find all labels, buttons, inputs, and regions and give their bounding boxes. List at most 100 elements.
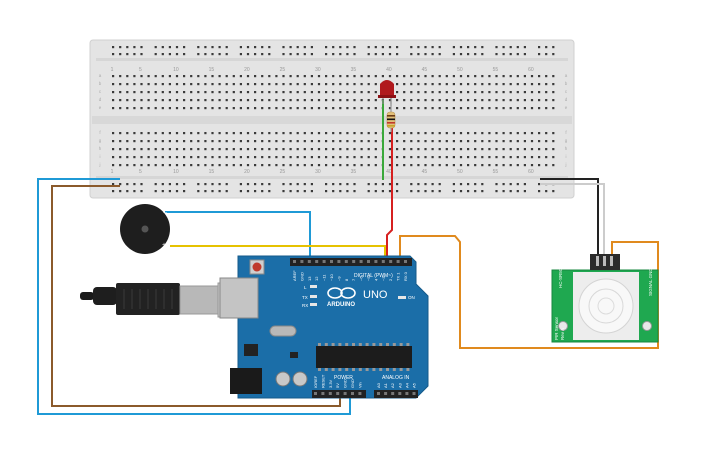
digital-pin-label: TX 1 xyxy=(396,272,401,281)
column-label: 25 xyxy=(280,67,286,73)
row-label: d xyxy=(565,97,568,102)
row-label: a xyxy=(99,73,102,78)
analog-header[interactable] xyxy=(374,390,418,398)
chip-pins xyxy=(318,343,410,371)
digital-pin-label: ~10 xyxy=(329,273,334,281)
digital-pin-label: AREF xyxy=(292,270,297,281)
arduino-model: UNO xyxy=(363,289,388,301)
analog-header-label: ANALOG IN xyxy=(382,375,410,381)
reset-button[interactable] xyxy=(249,259,265,275)
power-header-label: POWER xyxy=(334,375,353,381)
column-label: 10 xyxy=(173,169,179,175)
analog-pin-label: A1 xyxy=(383,382,388,388)
digital-pin-label: 13 xyxy=(307,276,312,281)
column-label: 15 xyxy=(209,67,215,73)
digital-pin-label: 7 xyxy=(351,278,356,281)
row-label: e xyxy=(99,105,102,110)
wires[interactable] xyxy=(37,100,659,415)
column-label: 1 xyxy=(111,67,114,73)
row-label: c xyxy=(99,89,102,94)
breadboard-holes xyxy=(112,46,555,193)
column-label: 1 xyxy=(111,169,114,175)
digital-header[interactable] xyxy=(290,258,412,266)
digital-pin-label: ~3 xyxy=(381,276,386,281)
wire-black-pir[interactable] xyxy=(540,178,599,262)
digital-header-label: DIGITAL (PWM~) xyxy=(354,273,393,279)
pir-label-left2: Rev A xyxy=(560,328,565,340)
column-label: 50 xyxy=(457,169,463,175)
pir-label-right: SIGNAL GND xyxy=(648,268,653,296)
red-led[interactable] xyxy=(378,80,396,106)
row-label: c xyxy=(565,89,568,94)
row-label: a xyxy=(565,73,568,78)
column-label: 45 xyxy=(422,67,428,73)
crystal xyxy=(269,325,297,337)
digital-pin-label: GND xyxy=(299,272,304,281)
power-pin-label: 5V xyxy=(335,383,340,388)
usb-socket[interactable] xyxy=(219,277,259,319)
row-label: h xyxy=(99,146,102,151)
led-rx-label: RX xyxy=(302,303,308,308)
digital-pin-label: RX 0 xyxy=(403,271,408,281)
column-label: 25 xyxy=(280,169,286,175)
led-l-label: L xyxy=(304,285,307,290)
column-label: 30 xyxy=(315,169,321,175)
analog-pin-label: A3 xyxy=(397,382,402,388)
column-label: 5 xyxy=(139,169,142,175)
wire-red-led[interactable] xyxy=(386,125,393,264)
analog-pin-label: A4 xyxy=(404,382,409,388)
digital-pin-label: ~9 xyxy=(336,276,341,281)
row-label: j xyxy=(565,162,567,167)
pir-sensor[interactable]: HC-SR501 PIR Sensor Rev A SIGNAL GND xyxy=(551,254,659,343)
row-label: f xyxy=(565,130,567,135)
column-label: 30 xyxy=(315,67,321,73)
capacitor xyxy=(275,371,291,387)
column-label: 10 xyxy=(173,67,179,73)
wire-blue-gnd[interactable] xyxy=(37,178,351,415)
power-pin-label: RESET xyxy=(320,374,325,388)
wire-brown-5v[interactable] xyxy=(51,185,341,407)
power-pin-label: IOREF xyxy=(313,375,318,388)
power-jack[interactable] xyxy=(230,368,262,394)
row-label: i xyxy=(100,154,101,159)
column-label: 35 xyxy=(351,67,357,73)
row-label: g xyxy=(99,138,102,143)
row-label: g xyxy=(565,138,568,143)
breadboard[interactable]: 1155101015152020252530303535404045455050… xyxy=(89,39,575,199)
capacitor xyxy=(292,371,308,387)
power-pin-label: 3.3V xyxy=(328,379,333,388)
analog-pin-label: A5 xyxy=(412,382,417,388)
column-label: 40 xyxy=(386,169,392,175)
atmega-chip xyxy=(316,346,412,368)
digital-pin-label: ~6 xyxy=(359,276,364,281)
digital-pin-label: 2 xyxy=(388,278,393,281)
buzzer-minus-icon: − xyxy=(163,210,167,217)
digital-pin-label: ~11 xyxy=(322,274,327,281)
piezo-buzzer[interactable]: − + xyxy=(120,204,170,254)
power-pin-label: Vin xyxy=(357,382,362,388)
wire-white-pir[interactable] xyxy=(540,183,605,262)
pir-model-text: HC-SR501 xyxy=(558,266,563,288)
row-label: d xyxy=(99,97,102,102)
digital-pin-label: 8 xyxy=(344,278,349,281)
pir-dome xyxy=(578,278,634,334)
usb-cable[interactable] xyxy=(80,282,239,318)
arduino-logo-text: ARDUINO xyxy=(327,302,355,308)
breadboard-column-labels: 1155101015152020252530303535404045455050… xyxy=(111,67,534,175)
analog-pin-label: A0 xyxy=(376,382,381,388)
regulator xyxy=(244,344,258,356)
digital-pin-label: 12 xyxy=(314,276,319,281)
resistor[interactable] xyxy=(386,104,396,132)
column-label: 50 xyxy=(457,67,463,73)
led-on-label: ON xyxy=(408,295,415,300)
wire-orange-signal[interactable] xyxy=(399,235,659,349)
analog-pin-label: A2 xyxy=(390,382,395,388)
buzzer-plus-icon: + xyxy=(162,242,166,249)
column-label: 60 xyxy=(528,67,534,73)
column-label: 20 xyxy=(244,169,250,175)
column-label: 60 xyxy=(528,169,534,175)
